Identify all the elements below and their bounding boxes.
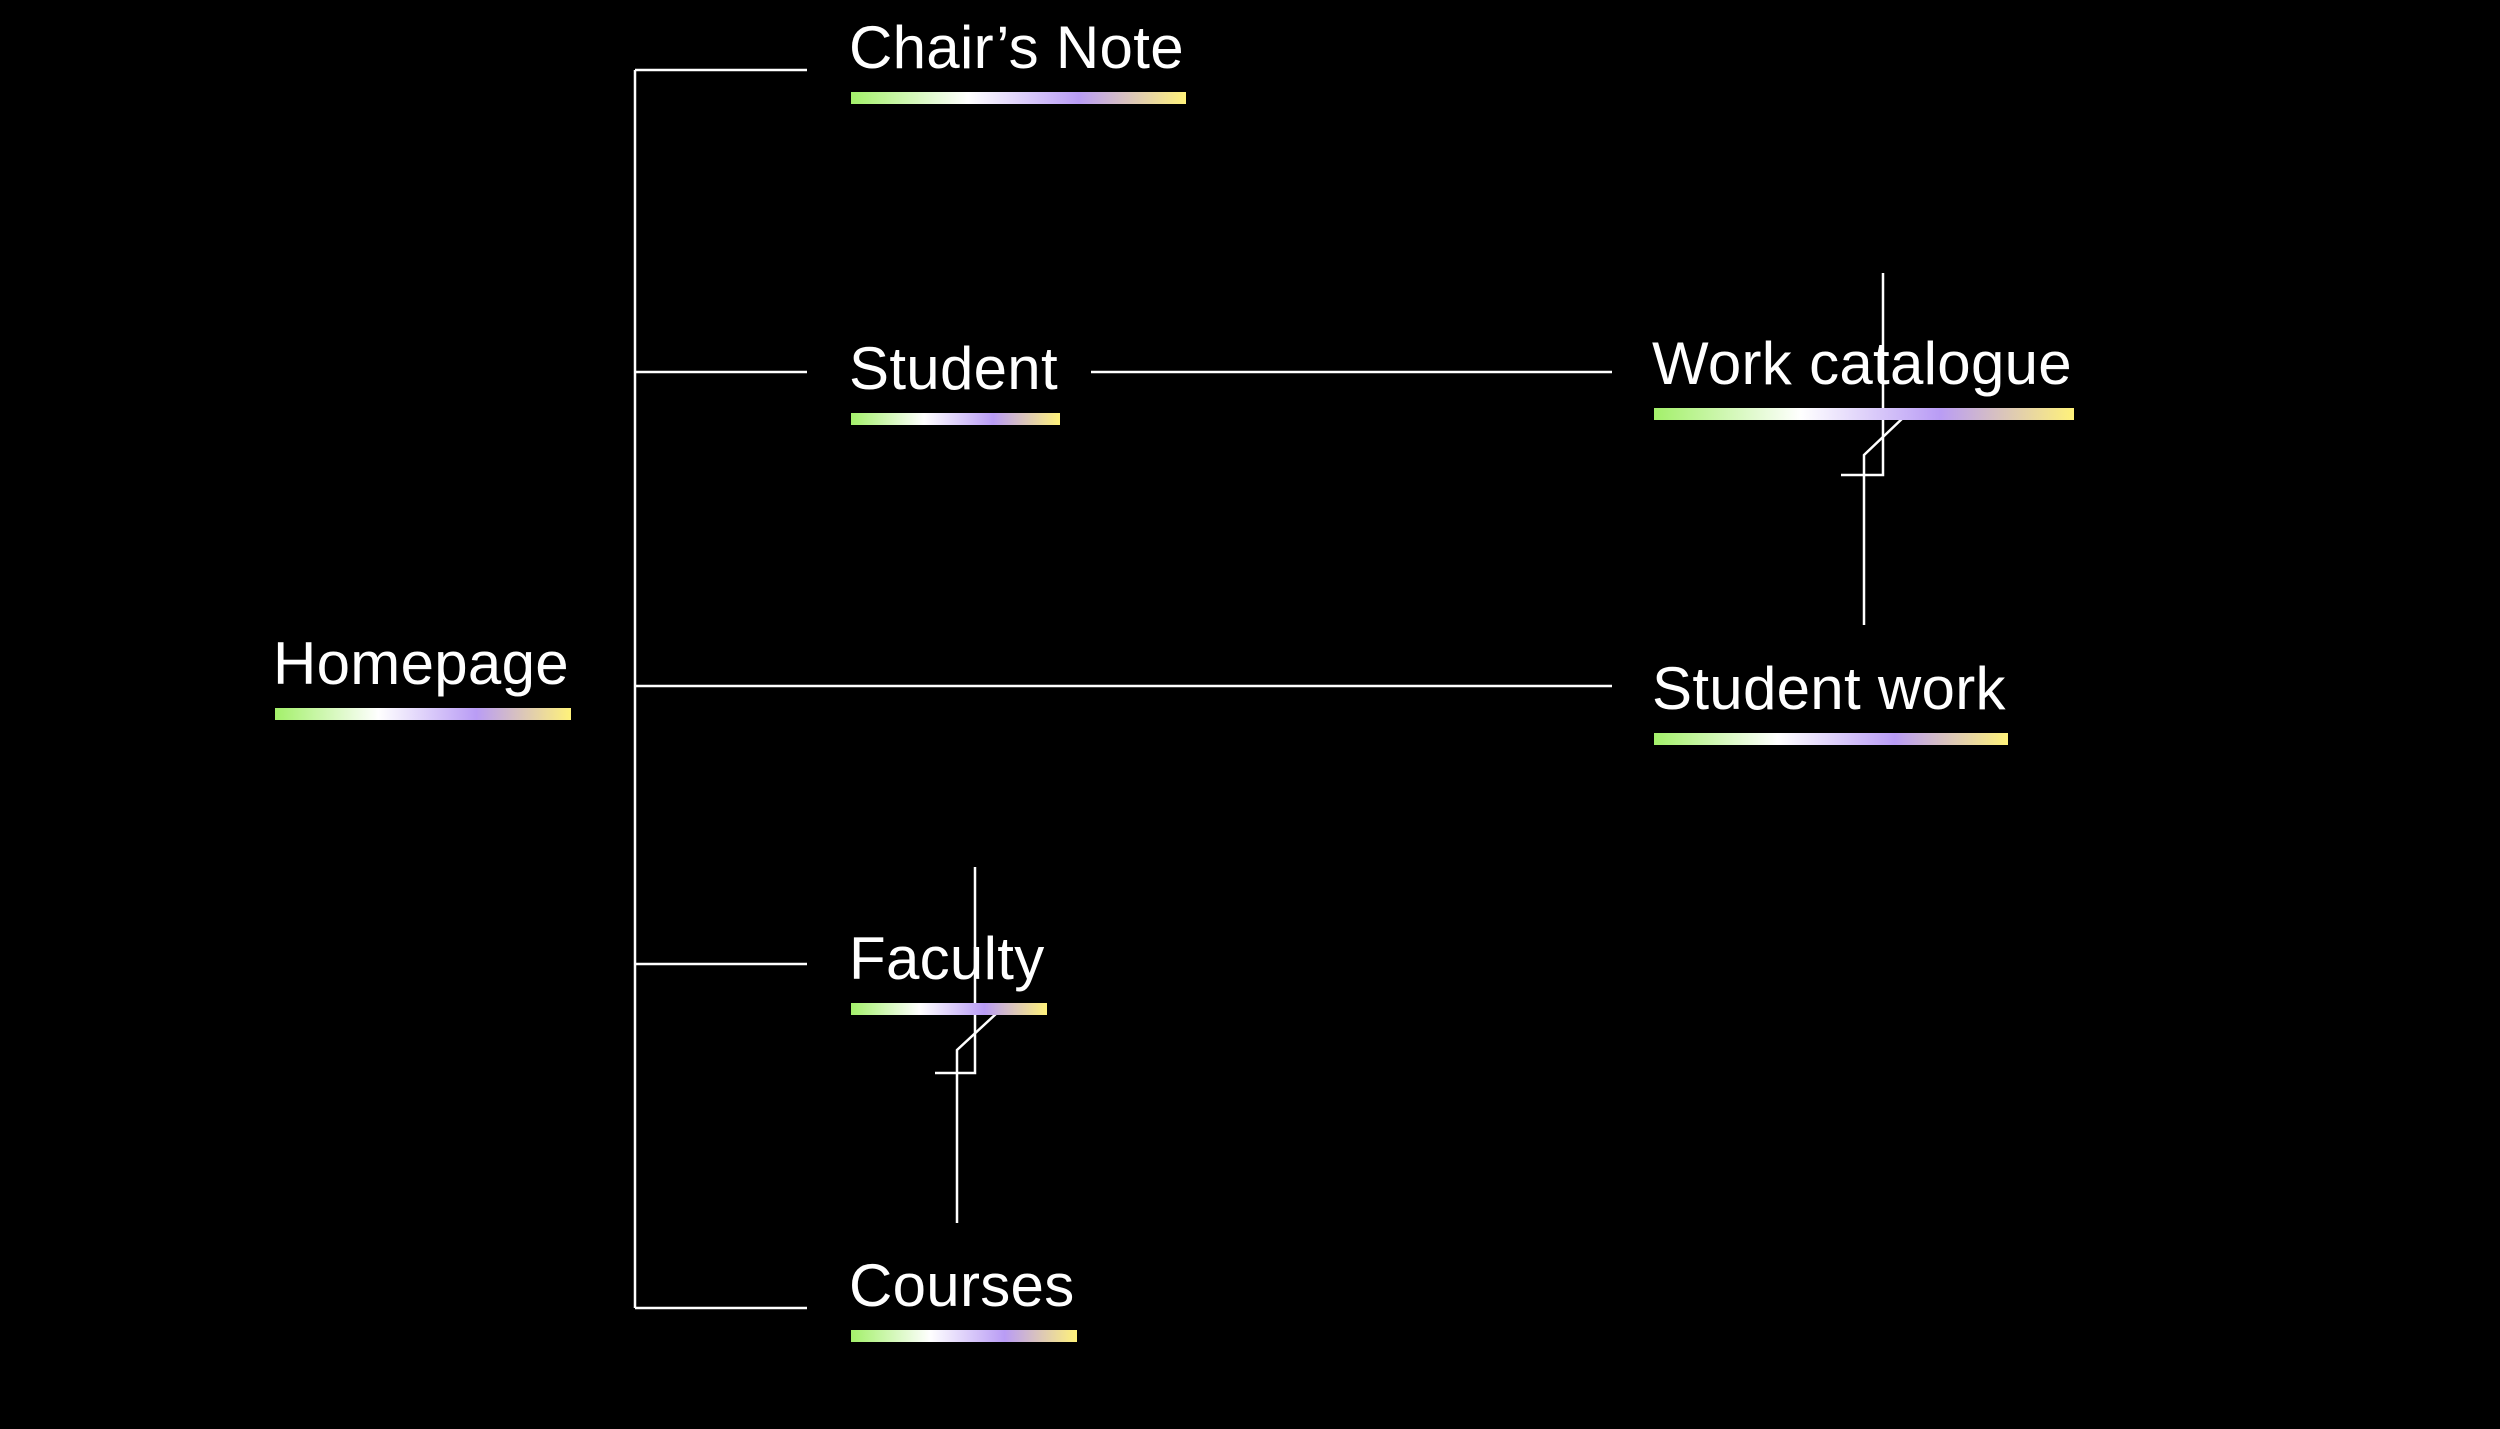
node-courses-label: Courses [849, 1252, 1075, 1319]
node-courses[interactable]: Courses [849, 1251, 1077, 1342]
node-student-work-underline [1654, 733, 2008, 745]
bidirectional-arrow-work-catalogue-student-work [1841, 273, 1906, 625]
node-work-catalogue-underline [1654, 408, 2074, 420]
node-student-work[interactable]: Student work [1652, 654, 2008, 745]
node-homepage-label: Homepage [273, 630, 569, 697]
node-faculty[interactable]: Faculty [849, 924, 1047, 1015]
node-chairs-note-label: Chair’s Note [849, 14, 1184, 81]
node-student-underline [851, 413, 1060, 425]
node-homepage-underline [275, 708, 571, 720]
node-courses-underline [851, 1330, 1077, 1342]
node-chairs-note-underline [851, 92, 1186, 104]
node-faculty-underline [851, 1003, 1047, 1015]
node-work-catalogue[interactable]: Work catalogue [1652, 329, 2074, 420]
node-chairs-note[interactable]: Chair’s Note [849, 13, 1186, 104]
node-faculty-label: Faculty [849, 925, 1045, 992]
node-work-catalogue-label: Work catalogue [1652, 330, 2072, 397]
node-homepage[interactable]: Homepage [273, 629, 571, 720]
bidirectional-arrow-faculty-courses [935, 867, 999, 1223]
node-student-work-label: Student work [1652, 655, 2006, 722]
node-student-label: Student [849, 335, 1058, 402]
node-student[interactable]: Student [849, 334, 1060, 425]
